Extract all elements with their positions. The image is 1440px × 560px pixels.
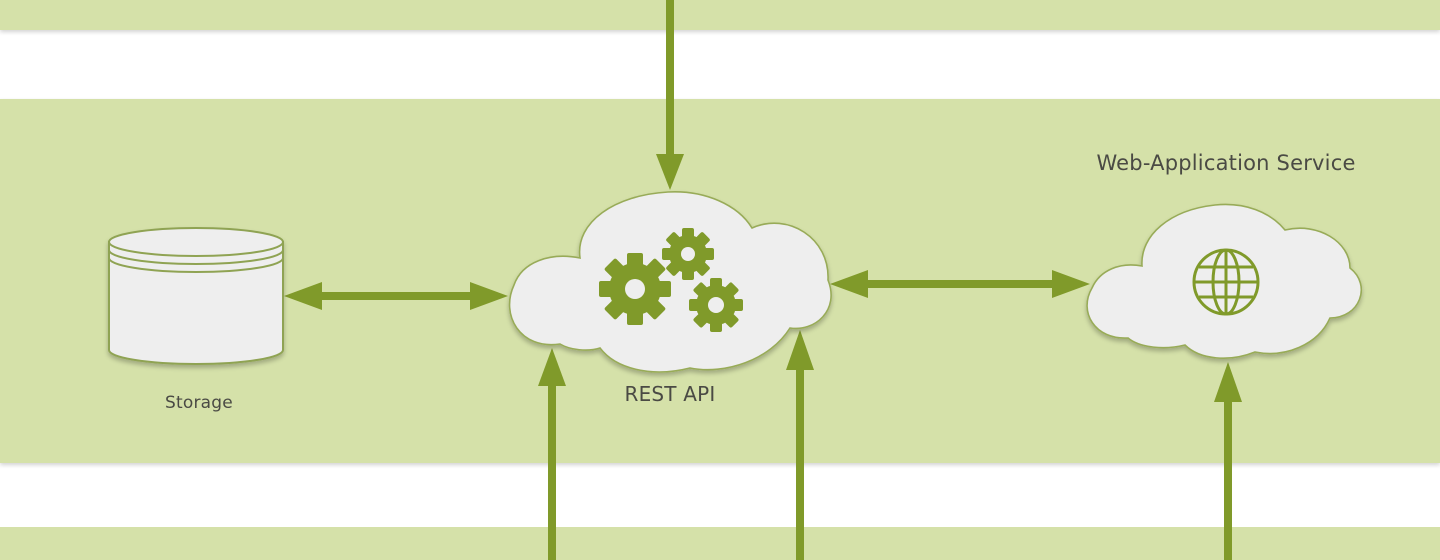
web-app-service-label: Web-Application Service	[1096, 151, 1356, 175]
arrow-up-rest-right	[786, 330, 814, 560]
gear-large	[599, 253, 671, 325]
arrow-up-rest-left	[538, 348, 566, 560]
arrow-rest-webapp	[830, 270, 1090, 298]
gear-small	[689, 278, 743, 332]
arrow-up-webapp	[1214, 362, 1242, 560]
globe-icon	[1192, 248, 1260, 316]
rest-api-node	[508, 191, 832, 373]
storage-node	[108, 227, 284, 365]
gear-top	[662, 228, 714, 280]
arrow-storage-rest	[284, 282, 508, 310]
bottom-band	[0, 527, 1440, 560]
web-app-node	[1086, 203, 1362, 359]
gears-icon	[599, 228, 743, 332]
storage-label: Storage	[165, 393, 233, 413]
top-band	[0, 0, 1440, 30]
rest-api-label: REST API	[624, 382, 716, 406]
database-cylinder-icon	[108, 227, 284, 365]
arrow-into-rest-api	[656, 0, 684, 190]
